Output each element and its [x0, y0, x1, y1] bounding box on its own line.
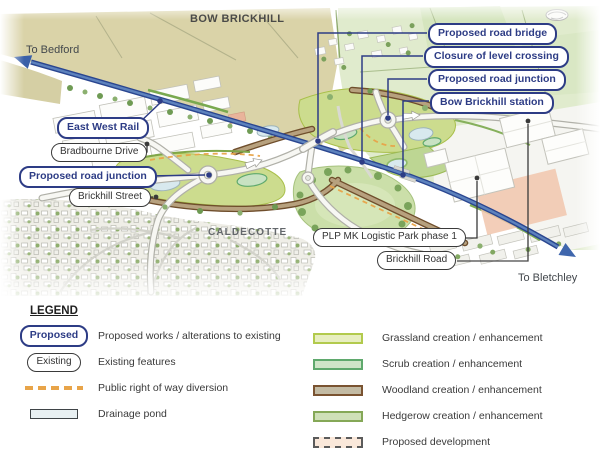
legend-title: LEGEND: [30, 305, 78, 317]
legend-row-proposed: Proposed Proposed works / alterations to…: [19, 323, 300, 349]
legend-label: Proposed works / alterations to existing: [98, 330, 281, 342]
callout-proposed-road-junction-east: Proposed road junction: [428, 69, 566, 91]
legend-row-proposed-development: Proposed development: [306, 429, 596, 455]
legend-swatch-scrub: [313, 358, 363, 370]
legend-label: Public right of way diversion: [98, 382, 229, 394]
callout-plp-mk-logistic-park: PLP MK Logistic Park phase 1: [313, 228, 466, 247]
legend-label: Hedgerow creation / enhancement: [382, 410, 543, 422]
legend-label: Scrub creation / enhancement: [382, 358, 523, 370]
east-west-rail-line: [14, 55, 576, 257]
legend-left-column: Proposed Proposed works / alterations to…: [19, 323, 300, 427]
legend-swatch-drainage-pond: [30, 409, 78, 419]
legend-swatch-proposed-pill: Proposed: [19, 325, 89, 347]
legend-label: Grassland creation / enhancement: [382, 332, 543, 344]
legend-swatch-hedgerow: [313, 410, 363, 422]
rail-arrow-to-bletchley: [558, 243, 576, 257]
logistic-park-buildings: [423, 105, 590, 235]
legend-row-prow: Public right of way diversion: [22, 375, 300, 401]
legend-label: Proposed development: [382, 436, 490, 448]
legend-label: Woodland creation / enhancement: [382, 384, 542, 396]
legend-swatch-prow-dashes: [25, 386, 83, 390]
legend-swatch-woodland: [313, 384, 363, 396]
legend-swatch-grassland: [313, 332, 363, 344]
callout-brickhill-road: Brickhill Road: [377, 251, 457, 270]
legend-swatch-proposed-development: [313, 436, 363, 448]
callout-bow-brickhill-station: Bow Brickhill station: [430, 92, 554, 114]
leader-lines-proposed: [137, 32, 429, 177]
leader-dots-existing: [144, 118, 531, 200]
legend-label: Drainage pond: [98, 408, 167, 420]
callout-closure-of-level-crossing: Closure of level crossing: [424, 46, 569, 68]
callout-proposed-road-junction-west: Proposed road junction: [19, 166, 157, 188]
direction-label-to-bletchley: To Bletchley: [518, 272, 578, 284]
callout-proposed-road-bridge: Proposed road bridge: [428, 23, 558, 45]
legend-row-drainage-pond: Drainage pond: [22, 401, 300, 427]
callout-bradbourne-drive: Bradbourne Drive: [51, 143, 148, 162]
legend-right-column: Grassland creation / enhancement Scrub c…: [306, 325, 596, 455]
legend-label: Existing features: [98, 356, 176, 368]
town-label-bow-brickhill: BOW BRICKHILL: [190, 13, 285, 25]
legend: LEGEND Proposed Proposed works / alterat…: [0, 301, 600, 457]
legend-row-woodland: Woodland creation / enhancement: [306, 377, 596, 403]
leader-dots-proposed: [157, 98, 406, 178]
legend-row-hedgerow: Hedgerow creation / enhancement: [306, 403, 596, 429]
legend-row-grassland: Grassland creation / enhancement: [306, 325, 596, 351]
callout-east-west-rail: East West Rail: [57, 117, 150, 139]
legend-row-scrub: Scrub creation / enhancement: [306, 351, 596, 377]
legend-swatch-existing-pill: Existing: [27, 352, 81, 372]
district-label-caldecotte: CALDECOTTE: [208, 227, 288, 238]
direction-label-to-bedford: To Bedford: [26, 44, 80, 56]
legend-row-existing: Existing Existing features: [22, 349, 300, 375]
callout-brickhill-street: Brickhill Street: [69, 188, 151, 207]
